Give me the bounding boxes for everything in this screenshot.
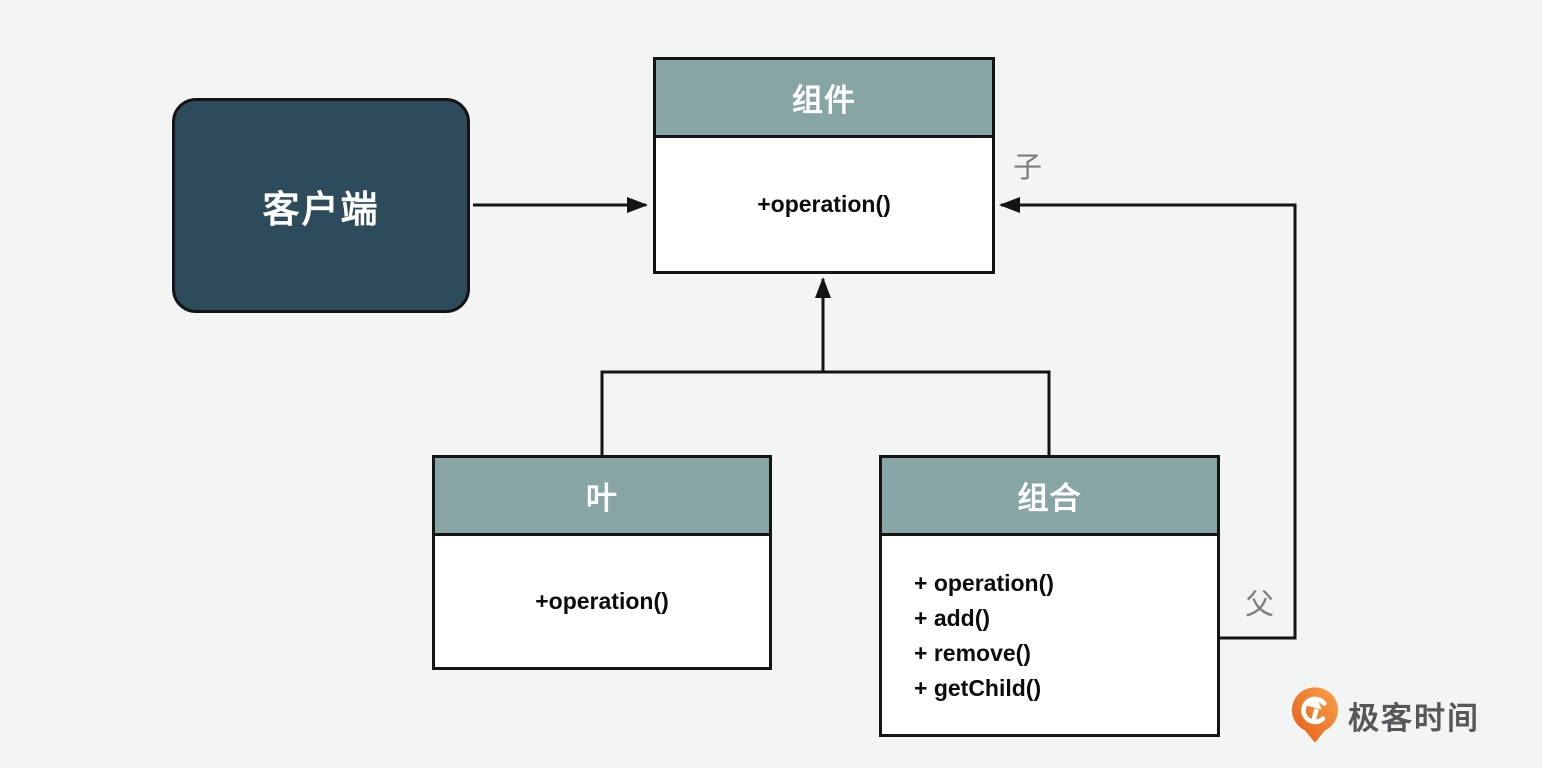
leaf-method: +operation()	[535, 588, 669, 614]
composite-class-box: 组合 + operation() + add() + remove() + ge…	[879, 455, 1220, 737]
composite-method: + add()	[914, 605, 991, 631]
leaf-class-body: +operation()	[435, 536, 769, 667]
inheritance-junction-line	[600, 370, 1051, 456]
client-node-label: 客户端	[262, 188, 380, 230]
client-node: 客户端	[172, 98, 470, 313]
component-class-body: +operation()	[656, 138, 992, 271]
composite-to-component-connector	[999, 197, 1297, 640]
composite-method: + operation()	[914, 570, 1054, 596]
child-edge-label: 子	[1013, 152, 1043, 184]
composite-method: + remove()	[914, 640, 1031, 666]
composite-class-title: 组合	[882, 458, 1217, 536]
component-class-box: 组件 +operation()	[653, 57, 995, 274]
composite-method: + getChild()	[914, 675, 1042, 701]
composite-class-body: + operation() + add() + remove() + getCh…	[882, 536, 1217, 734]
component-method: +operation()	[757, 191, 891, 217]
component-class-title: 组件	[656, 60, 992, 138]
geektime-logo: 极客时间	[1292, 686, 1480, 744]
leaf-class-title: 叶	[435, 458, 769, 536]
leaf-class-box: 叶 +operation()	[432, 455, 772, 670]
geektime-logo-text: 极客时间	[1348, 700, 1480, 736]
parent-edge-label: 父	[1245, 589, 1275, 621]
geektime-pin-icon	[1292, 687, 1338, 743]
